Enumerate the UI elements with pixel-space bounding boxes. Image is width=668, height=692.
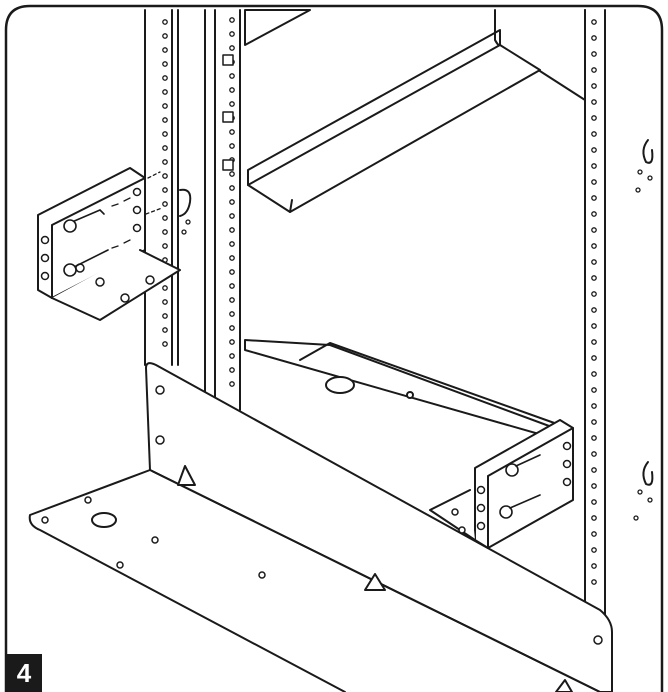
mounting-bracket-left <box>37 167 181 321</box>
rack-rail-left-front <box>204 9 241 411</box>
step-number-badge: 4 <box>6 654 42 692</box>
shelf-plate-rear <box>244 339 561 441</box>
cage-nut-icon <box>222 54 234 171</box>
mounting-hole-icon <box>91 512 117 528</box>
screw-icon <box>63 209 109 277</box>
keyhole-slot-right-lower <box>642 461 654 486</box>
screw-icon <box>499 454 541 519</box>
rack-rail-left-rear <box>144 9 192 366</box>
keyhole-slot-right-upper <box>642 139 654 164</box>
mounting-bracket-right <box>429 419 574 549</box>
panel-border <box>4 4 664 692</box>
shelf-plate-front <box>28 362 613 692</box>
keyhole-slot-left <box>179 188 192 217</box>
rack-rail-right <box>584 9 654 626</box>
shelf-top <box>244 9 586 213</box>
